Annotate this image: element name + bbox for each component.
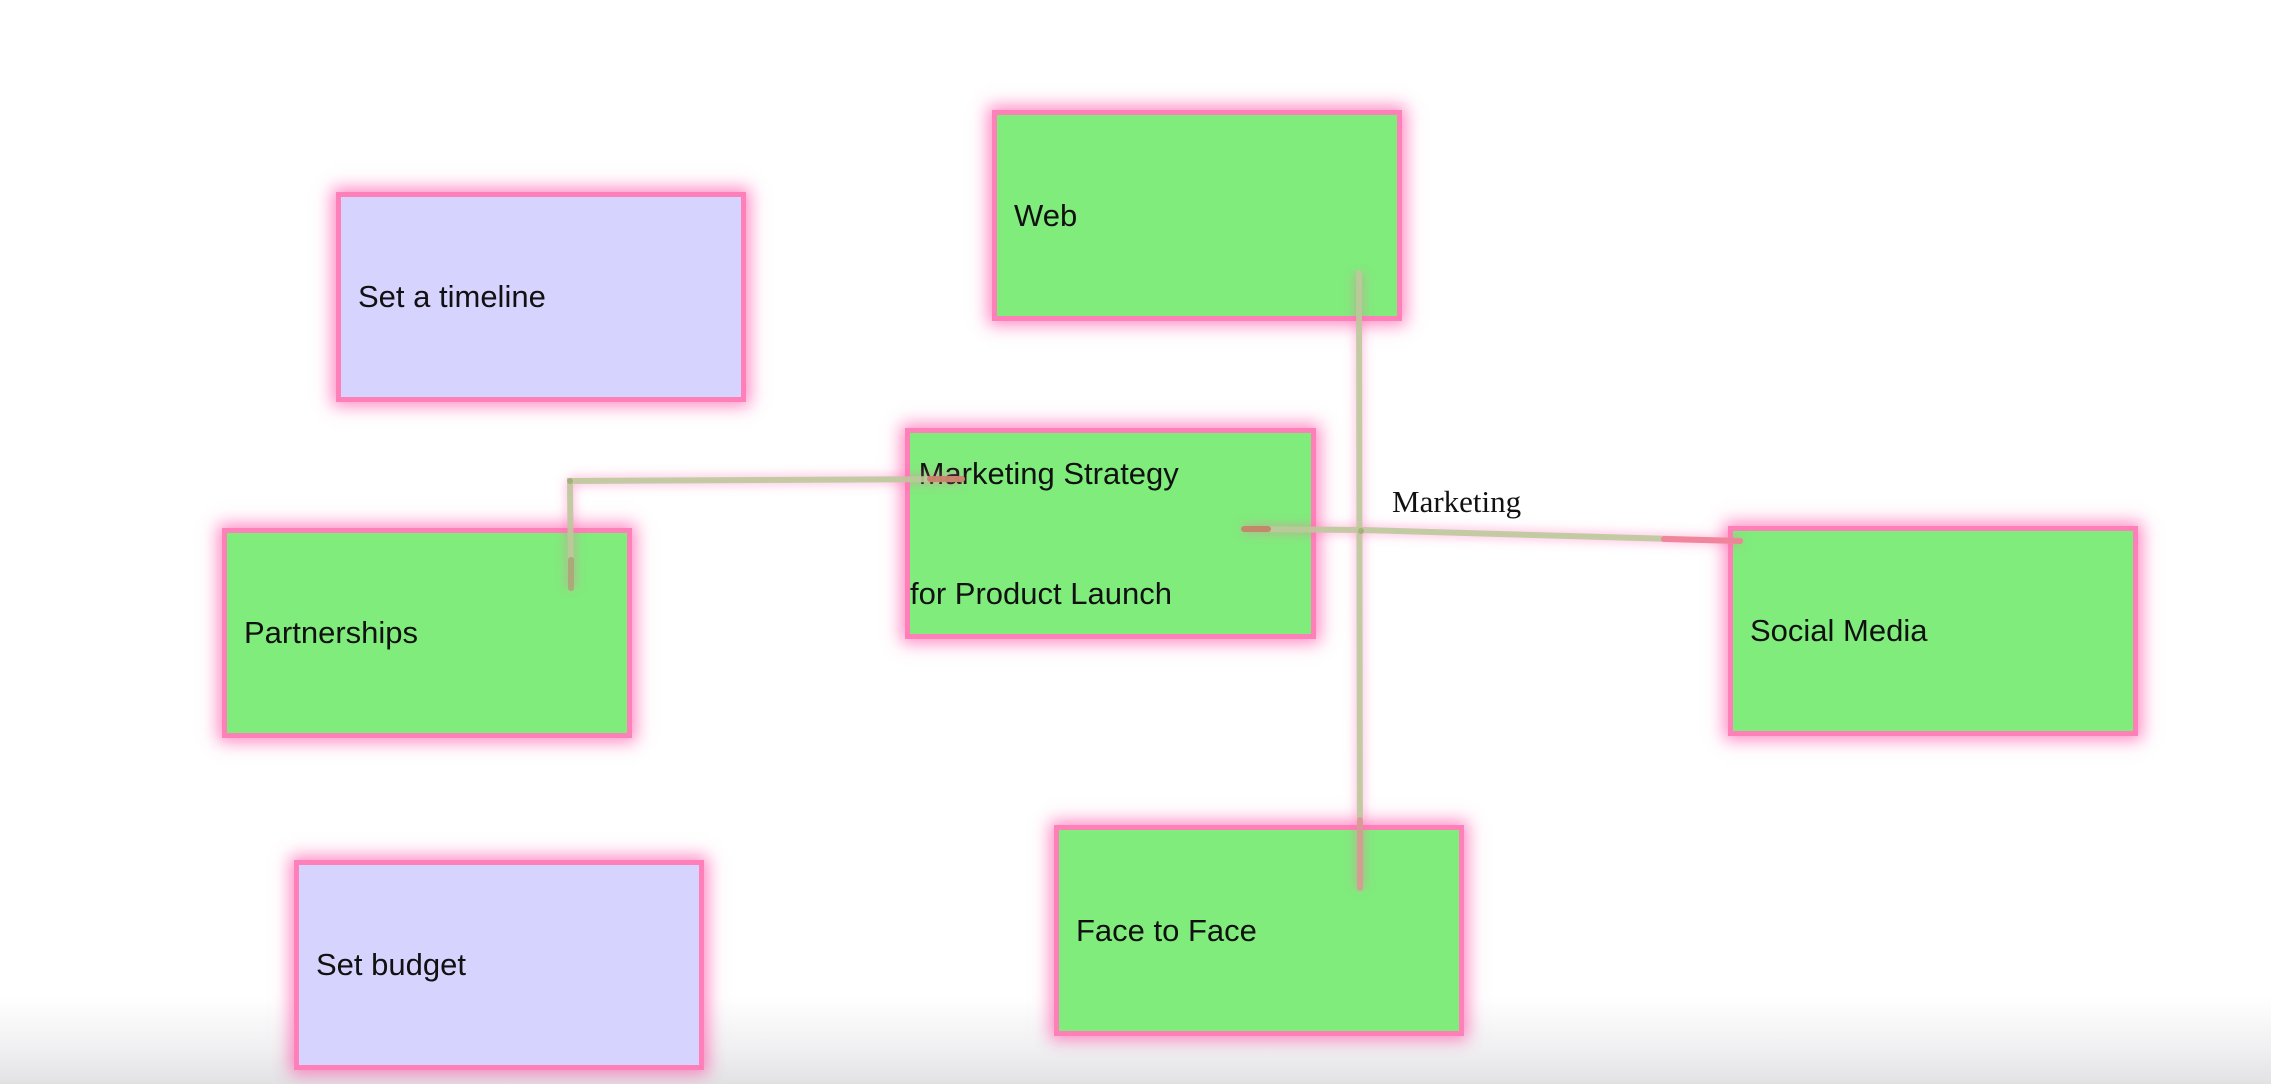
note-text-line-2: for Product Launch [910,575,1172,611]
connector-label-marketing[interactable]: Marketing [1392,484,1522,519]
note-text-set-timeline: Set a timeline [358,279,546,314]
connector-web-to-face-to-face[interactable] [1356,270,1363,891]
connector-central-to-social-media[interactable] [1241,526,1743,544]
note-text-line-1: Marketing Strategy [910,455,1179,491]
note-text-marketing-strategy: Marketing Strategy for Product Launch [910,374,1179,694]
connector-central-to-partnerships[interactable] [566,476,965,591]
sticky-note-social-media[interactable]: Social Media [1733,531,2133,731]
sticky-note-marketing-strategy[interactable]: Marketing Strategy for Product Launch [910,433,1311,634]
sticky-note-set-budget[interactable]: Set budget [299,865,699,1065]
note-text-social-media: Social Media [1750,613,1928,648]
note-text-face-to-face: Face to Face [1076,912,1257,948]
sticky-note-face-to-face[interactable]: Face to Face [1059,830,1459,1031]
sticky-note-partnerships[interactable]: Partnerships [227,533,627,733]
note-text-partnerships: Partnerships [244,615,419,650]
sticky-note-set-timeline[interactable]: Set a timeline [341,197,741,397]
sticky-note-web[interactable]: Web [997,115,1397,316]
note-text-web: Web [1014,197,1078,233]
note-text-set-budget: Set budget [316,947,466,982]
